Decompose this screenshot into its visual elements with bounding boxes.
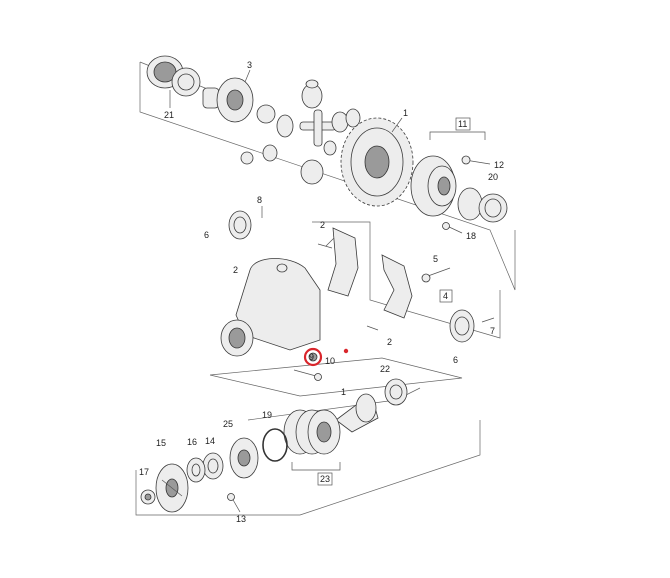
callout-4-box: [439, 289, 453, 303]
part-13-bolt: [227, 493, 241, 513]
middle-frame: [312, 221, 501, 339]
callout-15: 14: [205, 436, 215, 446]
callout-11-box: [455, 117, 471, 131]
part-19-o-ring: [262, 428, 288, 462]
callout-3: 3: [247, 60, 252, 70]
part-22-bearing: [384, 378, 408, 406]
callout-2-housing: 2: [233, 265, 238, 275]
callout-1-ring-gear: 1: [403, 108, 408, 118]
part-16-flange: [155, 463, 189, 513]
part-1-ring-gear: [340, 117, 414, 207]
upper-frame-outline: [139, 62, 516, 291]
callout-9: 9: [309, 352, 314, 362]
callout-17: 17: [139, 467, 149, 477]
cap-bolt: [317, 243, 333, 249]
part-2-bearing-cap-left: [327, 227, 359, 297]
part-21-bearing: [146, 55, 201, 97]
part-25-carrier: [229, 437, 259, 479]
callout-21: 21: [164, 110, 174, 120]
callout-16: 15: [156, 438, 166, 448]
callout-19: 19: [262, 410, 272, 420]
part-11-carrier: [410, 155, 457, 217]
part-6-adjuster-ring-left: [228, 210, 252, 240]
part-10-bolt: [293, 369, 322, 381]
part-1-pinion: [335, 393, 379, 433]
spider-gear-set: [240, 79, 361, 185]
part-17-nut: [140, 489, 156, 505]
part-15-seal: [202, 452, 224, 480]
callout-5: 5: [433, 254, 438, 264]
part-23-spacer-group: [283, 409, 341, 455]
callout-7: 7: [490, 326, 495, 336]
leader-line: [244, 69, 251, 83]
callout-23: 23: [320, 474, 330, 484]
callout-6-left: 6: [204, 230, 209, 240]
callout-6-right: 6: [453, 355, 458, 365]
callout-10: 10: [325, 356, 335, 366]
bracket-23: [291, 462, 341, 471]
callout-1-pinion: 1: [341, 387, 346, 397]
callout-13: 13: [236, 514, 246, 524]
part-18-bolt: [442, 222, 463, 234]
callout-18: 18: [466, 231, 476, 241]
leader-line: [325, 237, 335, 247]
highlight-marker-dot: [343, 348, 349, 354]
callout-8: 8: [257, 195, 262, 205]
part-12-bolt: [461, 155, 491, 165]
part-5-bolt: [421, 267, 451, 283]
lower-plate-frame: [209, 357, 463, 397]
callout-14: 16: [187, 437, 197, 447]
part-20-bearing: [457, 187, 508, 223]
part-7-pin: [481, 317, 495, 323]
callout-11: 11: [458, 119, 467, 129]
part-9-highlighted[interactable]: [303, 347, 323, 367]
callout-12: 12: [494, 160, 504, 170]
callout-4: 4: [443, 291, 448, 301]
callout-25: 25: [223, 419, 233, 429]
cap-bolt: [366, 325, 379, 331]
bracket-11: [429, 131, 486, 140]
part-14-washer: [186, 457, 206, 483]
part-2-axle-housing: [220, 258, 321, 357]
leader-line: [391, 117, 403, 133]
callout-20: 20: [488, 172, 498, 182]
callout-22: 22: [380, 364, 390, 374]
lower-frame: [135, 420, 481, 516]
callout-2-cap-right: 2: [387, 337, 392, 347]
callout-2-cap-left: 2: [320, 220, 325, 230]
part-2-bearing-cap-right: [381, 254, 413, 319]
part-3-differential-case: [202, 77, 254, 123]
part-6-adjuster-ring-right: [449, 309, 475, 343]
callout-23-box: [317, 472, 333, 486]
